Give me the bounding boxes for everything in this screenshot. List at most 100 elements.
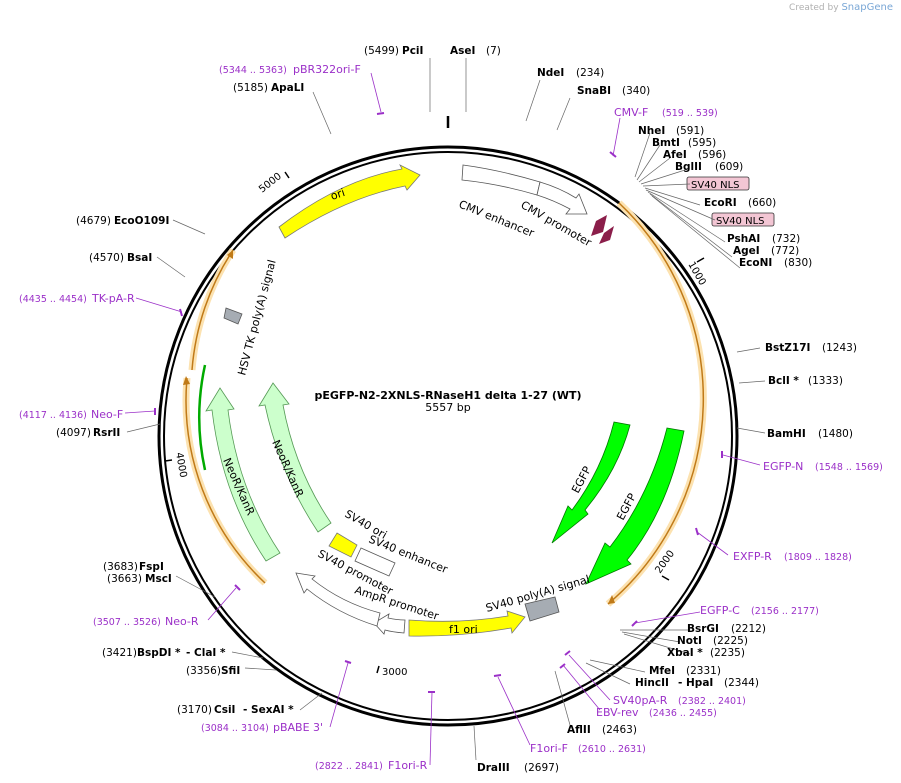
ruler-ticks [164, 171, 705, 674]
site-bstz17i: BstZ17I [765, 342, 810, 354]
primer-range-cmv-f: (519 .. 539) [662, 108, 718, 119]
primer-range-pbr322ori-f: (5344 .. 5363) [219, 65, 287, 76]
site-pos-xbai: (2235) [710, 647, 745, 659]
site-noti: NotI [677, 635, 702, 647]
site-pshai: PshAI [727, 233, 760, 245]
label-hsv-tk-polya: HSV TK poly(A) signal [235, 258, 278, 376]
feature-cmv-promoter [536, 181, 588, 215]
feature-neor-outer [205, 387, 281, 562]
primer-range-pbabe3: (3084 .. 3104) [201, 723, 269, 734]
primer-labels: (5344 .. 5363) pBR322ori-F CMV-F (519 ..… [19, 63, 883, 772]
primer-leader-lines [124, 72, 761, 766]
site-pos-pshai: (732) [772, 233, 800, 245]
leader-lines [126, 58, 766, 761]
primer-f1ori-r: F1ori-R [388, 759, 428, 772]
site-pos-nhei: (591) [676, 125, 704, 137]
primer-pbr322ori-f: pBR322ori-F [293, 63, 361, 76]
site-pcii: PciI [402, 45, 423, 57]
feature-arrows [205, 164, 685, 637]
primer-range-tk-pa-r: (4435 .. 4454) [19, 294, 87, 305]
primer-range-sv40pa-r: (2382 .. 2401) [678, 696, 746, 707]
site-pos-sfii: (3356) [186, 665, 221, 677]
site-csii: CsiI [214, 704, 235, 716]
site-econi: EcoNI [739, 257, 772, 269]
primer-range-egfp-n: (1548 .. 1569) [815, 462, 883, 473]
primer-range-f1ori-r: (2822 .. 2841) [315, 761, 383, 772]
site-pos-pcii: (5499) [364, 45, 399, 57]
site-ndei: NdeI [537, 67, 564, 79]
primer-neo-f: Neo-F [91, 408, 123, 421]
orf-arc-left [191, 249, 234, 371]
orf-arc-neo-green [198, 364, 207, 471]
site-pos-snabi: (340) [622, 85, 650, 97]
site-pos-bamhi: (1480) [818, 428, 853, 440]
site-ecoo109i: EcoO109I [114, 215, 169, 227]
site-mfei: MfeI [649, 665, 675, 677]
snapgene-logo: SnapGene [841, 2, 893, 13]
feature-sv40-ori [328, 532, 358, 558]
site-hincii: HincII [635, 677, 669, 689]
primer-neo-r: Neo-R [165, 615, 199, 628]
primer-range-neo-r: (3507 .. 3526) [93, 617, 161, 628]
site-bglii: BglII [675, 161, 702, 173]
orf-arcs [182, 200, 707, 607]
primer-marks [154, 112, 723, 693]
site-bamhi: BamHI [767, 428, 806, 440]
site-bspdi: BspDI * [137, 647, 181, 659]
nls-marker-2 [599, 226, 614, 244]
site-apali: ApaLI [271, 82, 304, 94]
site-pos-csii: (3170) [177, 704, 212, 716]
feature-egfp-inner [551, 421, 631, 544]
site-snabi: SnaBI [577, 85, 611, 97]
site-pos-apali: (5185) [233, 82, 268, 94]
feature-neor-inner [258, 382, 332, 533]
site-msci: MscI [145, 573, 172, 585]
primer-f1ori-f: F1ori-F [530, 742, 568, 755]
site-rsrii: RsrII [93, 427, 120, 439]
site-fspi: FspI [139, 561, 164, 573]
primer-ebv-rev: EBV-rev [596, 706, 639, 719]
site-draiii: DraIII [477, 762, 510, 774]
primer-range-neo-f: (4117 .. 4136) [19, 410, 87, 421]
tick-label-4000: 4000 [173, 452, 188, 479]
site-hpai: - HpaI [678, 677, 713, 689]
site-pos-mfei: (2331) [686, 665, 721, 677]
primer-range-exfp-r: (1809 .. 1828) [784, 552, 852, 563]
primer-exfp-r: EXFP-R [733, 550, 772, 563]
site-pos-draiii: (2697) [524, 762, 559, 774]
backbone-outer [157, 145, 739, 727]
label-f1-ori: f1 ori [449, 623, 478, 636]
site-pos-ndei: (234) [576, 67, 604, 79]
primer-pbabe3: pBABE 3' [273, 721, 323, 734]
site-pos-agei: (772) [771, 245, 799, 257]
feature-f1-ori [408, 610, 526, 637]
site-pos-asei: (7) [486, 45, 501, 57]
feature-sv40-promoter [295, 572, 381, 627]
primer-range-f1ori-f: (2610 .. 2631) [578, 744, 646, 755]
site-clai: - ClaI * [186, 647, 226, 659]
primer-egfp-c: EGFP-C [700, 604, 740, 617]
plasmid-name: pEGFP-N2-2XNLS-RNaseH1 delta 1-27 (WT) [314, 389, 581, 402]
orf-arc-neo [185, 377, 266, 584]
site-bsai: BsaI [127, 252, 152, 264]
site-pos-ecori: (660) [748, 197, 776, 209]
orf-arc-egfp [607, 202, 705, 605]
backbone-inner [163, 151, 733, 721]
feature-sv40-enhancer [354, 547, 396, 577]
site-sfii: SfiI [221, 665, 240, 677]
feature-sv40-polya [524, 596, 560, 622]
site-pos-bsrgi: (2212) [731, 623, 766, 635]
feature-egfp-outer [585, 427, 685, 585]
feature-ori [278, 164, 421, 239]
tick-label-5000: 5000 [257, 171, 284, 195]
orf-arc-egfp-head [608, 595, 615, 604]
site-afei: AfeI [663, 149, 687, 161]
nls-box-2: SV40 NLS [711, 212, 775, 227]
site-aflii: AflII [567, 724, 591, 736]
orf-arc-neo-head [183, 376, 190, 385]
site-pos-noti: (2225) [713, 635, 748, 647]
site-pos-bspdi: (3421) [102, 647, 137, 659]
nls-marker-1 [591, 215, 607, 236]
site-pos-msci: (3663) [107, 573, 142, 585]
